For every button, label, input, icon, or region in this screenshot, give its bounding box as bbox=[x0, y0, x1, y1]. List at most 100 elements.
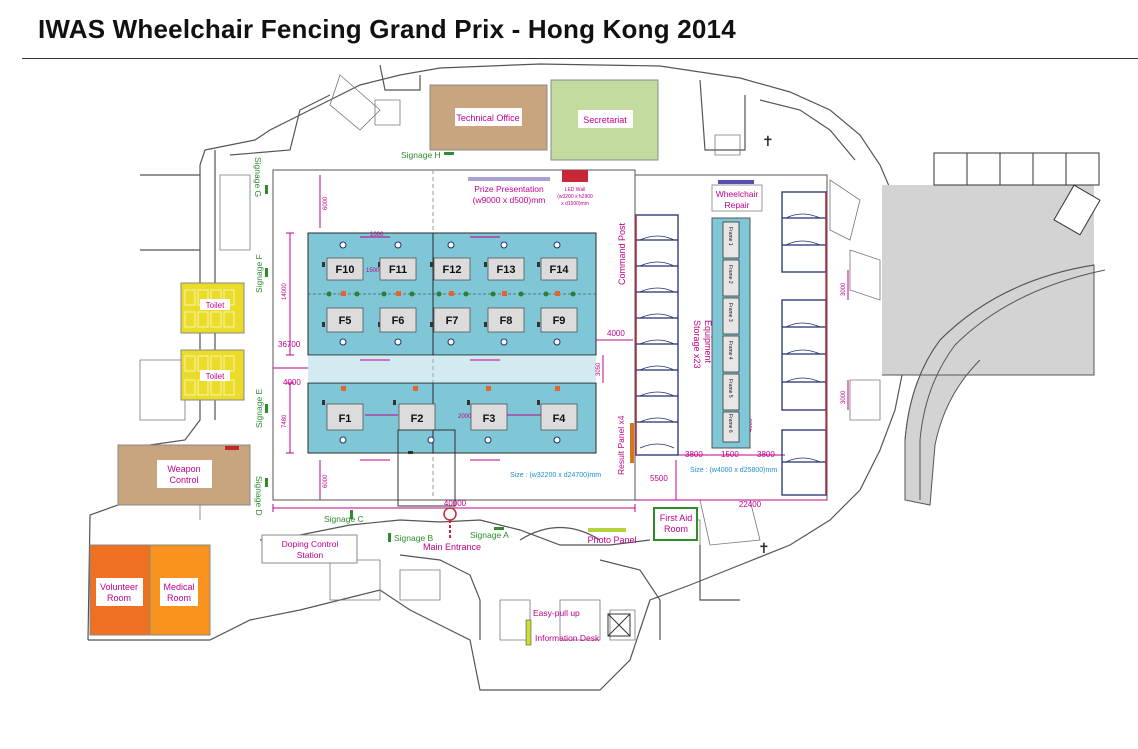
toilet-1-label: Toilet bbox=[206, 301, 225, 310]
piste-f3: F3 bbox=[483, 413, 496, 425]
piste-f6: F6 bbox=[392, 315, 405, 327]
dim-aisle: 3050 bbox=[596, 362, 602, 376]
led-wall-label-1: LED Wall bbox=[565, 187, 586, 193]
frame-size-label: Size : (w4000 x d25800)mm bbox=[690, 467, 777, 474]
dim-side-3000-a: 3000 bbox=[841, 282, 847, 296]
piste-f11: F11 bbox=[389, 264, 407, 276]
piste-tiles bbox=[326, 257, 578, 431]
piste-f14: F14 bbox=[550, 264, 570, 276]
dimension-lines bbox=[272, 175, 849, 512]
dim-side-3000-b: 3000 bbox=[841, 390, 847, 404]
dim-storage-left: 5500 bbox=[650, 474, 668, 483]
piste-f2: F2 bbox=[411, 413, 424, 425]
piste-f4: F4 bbox=[553, 413, 567, 425]
doping-control-label-1: Doping Control bbox=[282, 539, 339, 549]
weapon-control-label-1: Weapon bbox=[167, 464, 200, 474]
piste-f13: F13 bbox=[497, 264, 516, 276]
signage-e: Signage E bbox=[254, 388, 264, 428]
frame-1: Frame 1 bbox=[727, 227, 733, 246]
dim-top-gap: 6000 bbox=[323, 196, 329, 210]
dim-right-hall: 22400 bbox=[739, 500, 762, 509]
piste-f7: F7 bbox=[446, 315, 459, 327]
signage-f: Signage F bbox=[254, 254, 264, 293]
dim-mid-gap: 4000 bbox=[283, 378, 301, 387]
toilet-2-label: Toilet bbox=[206, 372, 225, 381]
dim-hall-depth: 36700 bbox=[278, 340, 301, 349]
first-aid-label-1: First Aid bbox=[660, 513, 693, 523]
frame-2: Frame 2 bbox=[727, 265, 733, 284]
volunteer-room-label-1: Volunteer bbox=[100, 582, 138, 592]
command-post-label: Command Post bbox=[617, 222, 627, 285]
dim-frame-depth: 4000 bbox=[748, 418, 754, 432]
piste-f9: F9 bbox=[553, 315, 566, 327]
medical-room-label-2: Room bbox=[167, 593, 191, 603]
dim-frame-w: 1500 bbox=[721, 450, 739, 459]
wheelchair-repair-room bbox=[711, 184, 763, 212]
photo-panel-bar bbox=[588, 528, 626, 532]
frame-4: Frame 4 bbox=[727, 341, 733, 360]
easy-pull-up-label: Easy-pull up bbox=[533, 608, 580, 618]
piste-f12: F12 bbox=[443, 264, 462, 276]
piste-f1: F1 bbox=[339, 413, 352, 425]
building-outline bbox=[87, 63, 911, 691]
result-panel-label: Result Panel x4 bbox=[616, 415, 626, 475]
frame-list bbox=[722, 221, 740, 443]
secretariat-label: Secretariat bbox=[583, 115, 627, 125]
technical-office-label: Technical Office bbox=[456, 113, 519, 123]
signage-a: Signage A bbox=[470, 530, 509, 540]
dim-right-gap: 4000 bbox=[607, 329, 625, 338]
signage-markers bbox=[265, 152, 504, 542]
wheelchair-repair-label-2: Repair bbox=[724, 200, 749, 210]
first-aid-room bbox=[653, 507, 698, 541]
equipment-storage-bays bbox=[635, 191, 827, 496]
prize-presentation-label-2: (w9000 x d500)mm bbox=[473, 195, 546, 205]
led-wall bbox=[562, 170, 588, 182]
result-panel-bar bbox=[630, 423, 634, 463]
dim-upper-block: 14000 bbox=[282, 283, 288, 300]
medical-room-label-1: Medical bbox=[163, 582, 194, 592]
main-entrance-icon bbox=[443, 507, 457, 521]
information-desk-label: Information Desk bbox=[535, 633, 600, 643]
signage-g: Signage G bbox=[253, 157, 263, 197]
dim-bottom-gap: 6000 bbox=[323, 474, 329, 488]
led-wall-label-3: x d1500)mm bbox=[561, 201, 589, 207]
camera-zone bbox=[397, 429, 456, 507]
piste-f8: F8 bbox=[500, 315, 513, 327]
easy-pull-up-bar bbox=[525, 619, 532, 646]
dim-hall-width: 40000 bbox=[444, 499, 467, 508]
dim-small-1500: 1500 bbox=[366, 268, 380, 274]
signage-h: Signage H bbox=[401, 150, 441, 160]
equipment-storage-label-2: Storage x23 bbox=[692, 320, 702, 369]
frame-6: Frame 6 bbox=[727, 414, 733, 433]
outdoor-boxes bbox=[933, 152, 1101, 236]
prize-presentation-label-1: Prize Presentation bbox=[474, 184, 544, 194]
dim-small-1000: 1000 bbox=[370, 232, 384, 238]
fop-size-label: Size : (w32200 x d24700)mm bbox=[510, 472, 601, 479]
doping-control-label-2: Station bbox=[297, 550, 324, 560]
page-title: IWAS Wheelchair Fencing Grand Prix - Hon… bbox=[38, 14, 736, 44]
dim-small-2000: 2000 bbox=[458, 414, 472, 420]
signage-c: Signage C bbox=[324, 514, 364, 524]
photo-panel-label: Photo Panel bbox=[587, 535, 636, 545]
led-wall-label-2: (w3200 x h2900 bbox=[557, 194, 593, 200]
wheelchair-repair-label-1: Wheelchair bbox=[716, 189, 759, 199]
equipment-storage-label-1: Equipment bbox=[703, 320, 713, 364]
doping-control-station bbox=[261, 534, 358, 564]
first-aid-label-2: Room bbox=[664, 524, 688, 534]
piste-markers bbox=[322, 241, 576, 454]
tree-icon-2: ✝ bbox=[758, 540, 770, 556]
weapon-control-label-2: Control bbox=[169, 475, 198, 485]
dim-frame-right: 3800 bbox=[757, 450, 775, 459]
piste-f5: F5 bbox=[339, 315, 352, 327]
title-divider bbox=[22, 58, 1138, 59]
dim-frame-left: 3800 bbox=[685, 450, 703, 459]
dim-lower-block: 7480 bbox=[282, 414, 288, 428]
volunteer-room-label-2: Room bbox=[107, 593, 131, 603]
tree-icon-1: ✝ bbox=[762, 133, 774, 149]
frame-5: Frame 5 bbox=[727, 379, 733, 398]
frame-3: Frame 3 bbox=[727, 303, 733, 322]
prize-presentation-stage bbox=[468, 177, 550, 181]
signage-b: Signage B bbox=[394, 533, 434, 543]
information-desk bbox=[607, 613, 631, 637]
